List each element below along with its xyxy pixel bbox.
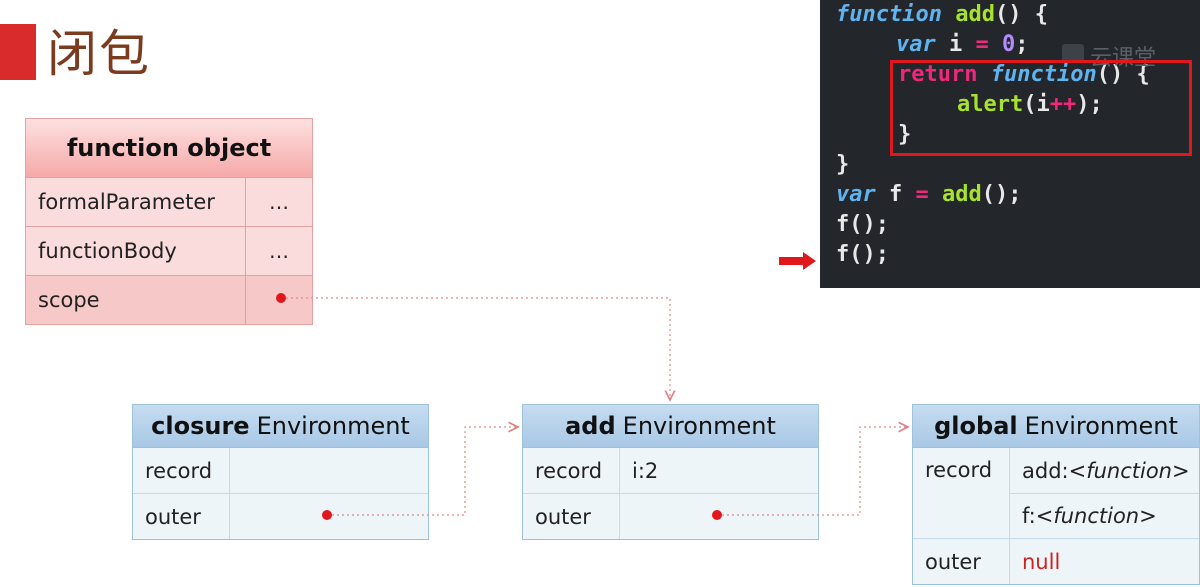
add-outer-pointer-dot: [712, 510, 722, 520]
global-outer-row: outer null: [913, 539, 1199, 584]
add-env-name: add: [565, 412, 616, 440]
closure-record-label: record: [133, 448, 230, 493]
code-line: }: [898, 122, 912, 147]
code-line: function add() {: [836, 2, 1048, 27]
function-object-row: functionBody …: [26, 227, 312, 276]
closure-environment-header: closure Environment: [133, 405, 428, 448]
function-body-value: …: [269, 239, 289, 263]
closure-env-name: closure: [151, 412, 250, 440]
add-record-row: record i:2: [523, 448, 818, 494]
add-record-label: record: [523, 448, 620, 493]
slide-title: 闭包: [47, 25, 151, 83]
global-record-entry-add: add:<function>: [1010, 448, 1199, 494]
global-outer-value: null: [1022, 549, 1061, 574]
code-line: f();: [836, 242, 889, 267]
title-accent-bar: [0, 24, 36, 80]
global-environment-header: global Environment: [913, 405, 1199, 448]
current-line-arrow-icon: [779, 252, 816, 270]
closure-outer-pointer-dot: [322, 510, 332, 520]
code-line: alert(i++);: [957, 92, 1103, 117]
scope-label: scope: [26, 276, 246, 324]
code-line: f();: [836, 212, 889, 237]
add-env-suffix: Environment: [622, 412, 776, 440]
closure-environment-table: closure Environment record outer: [132, 404, 429, 540]
scope-pointer-dot: [276, 293, 286, 303]
global-record-label: record: [913, 448, 1010, 538]
formal-parameter-value: …: [269, 190, 289, 214]
function-object-table: function object formalParameter … functi…: [25, 118, 313, 325]
function-object-row: scope: [26, 276, 312, 324]
add-environment-table: add Environment record i:2 outer: [522, 404, 819, 540]
function-body-label: functionBody: [26, 227, 246, 275]
function-object-header: function object: [26, 119, 312, 178]
closure-highlight-box: [890, 60, 1192, 156]
global-record-entry-f: f:<function>: [1022, 504, 1157, 528]
closure-record-row: record: [133, 448, 428, 494]
closure-outer-label: outer: [133, 494, 230, 539]
code-line: return function() {: [898, 62, 1150, 87]
code-line: var f = add();: [836, 182, 1022, 207]
global-env-suffix: Environment: [1024, 412, 1178, 440]
add-outer-pointer-line: [717, 427, 908, 516]
global-record-row: record add:<function> f:<function>: [913, 448, 1199, 539]
global-record-entries: add:<function> f:<function>: [1010, 448, 1199, 538]
closure-outer-row: outer: [133, 494, 428, 539]
closure-outer-pointer-line: [327, 427, 518, 516]
scope-pointer-line: [281, 297, 670, 400]
global-env-name: global: [934, 412, 1018, 440]
global-outer-label: outer: [913, 539, 1010, 584]
watermark-icon: [1062, 44, 1084, 62]
code-panel: function add() { var i = 0; return funct…: [820, 0, 1200, 288]
code-line: var i = 0;: [896, 32, 1029, 57]
formal-parameter-label: formalParameter: [26, 178, 246, 226]
function-object-row: formalParameter …: [26, 178, 312, 227]
closure-env-suffix: Environment: [256, 412, 410, 440]
add-outer-row: outer: [523, 494, 818, 539]
add-record-value: i:2: [632, 458, 659, 483]
add-outer-label: outer: [523, 494, 620, 539]
watermark-text: 云课堂: [1090, 46, 1157, 71]
add-environment-header: add Environment: [523, 405, 818, 448]
global-environment-table: global Environment record add:<function>…: [912, 404, 1200, 585]
code-line: }: [836, 152, 850, 177]
